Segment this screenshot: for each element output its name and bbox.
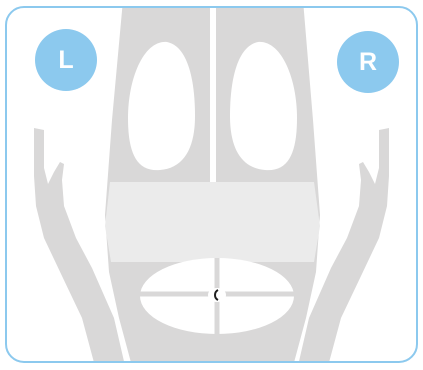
- left-breast-region: [128, 41, 195, 171]
- card-border: [5, 6, 418, 363]
- right-arm: [297, 128, 389, 362]
- chest-band: [105, 182, 320, 262]
- left-side-label: L: [58, 45, 74, 74]
- left-arm: [34, 128, 126, 362]
- diagram-content: [34, 7, 389, 362]
- right-side-label: R: [358, 47, 378, 76]
- right-breast-region: [230, 41, 297, 171]
- left-side-badge: L: [35, 29, 97, 91]
- right-side-badge: R: [337, 31, 399, 93]
- navel-mark: [214, 289, 219, 301]
- navel-mark-bg: [208, 288, 226, 302]
